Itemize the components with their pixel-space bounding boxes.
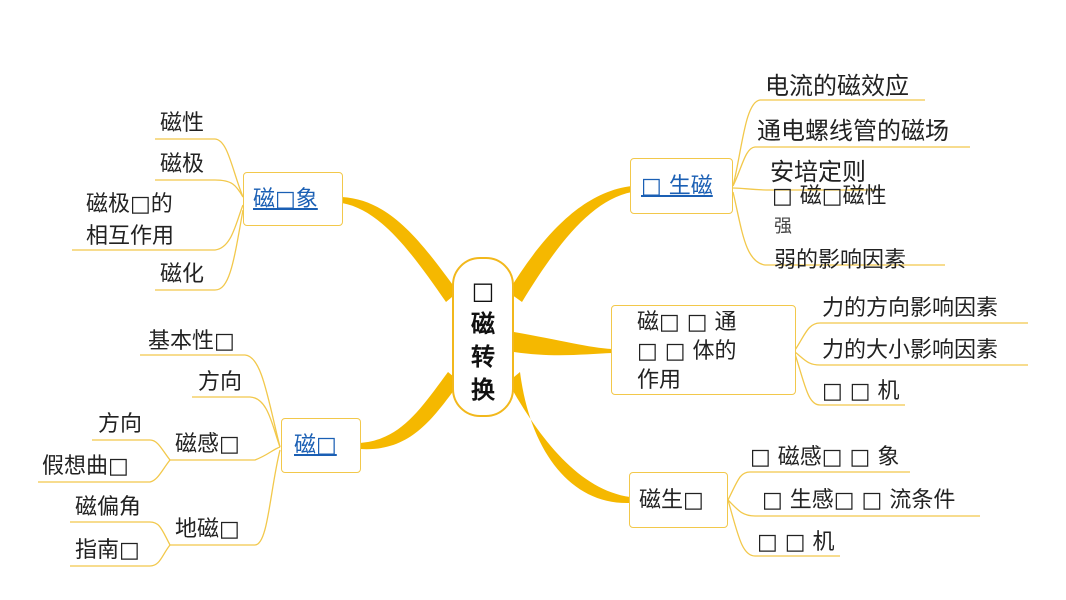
line-dici [170, 449, 281, 546]
leaf-diandongji: □ □ 机 [822, 379, 900, 404]
main-branches [342, 186, 632, 504]
line-jibenxing [140, 354, 281, 448]
line-cihua [155, 209, 244, 291]
central-topic: □ 磁 转 换 [452, 257, 514, 417]
line-zhinan [70, 544, 171, 567]
leaf-cigan-xianxiang: □ 磁感□ □ 象 [750, 445, 900, 470]
node-magnetism-to-electricity-label[interactable]: 磁生□ [639, 488, 704, 513]
leaf-fadianji: □ □ 机 [757, 530, 835, 555]
line-cixing [155, 138, 244, 198]
line-jiaxiang [38, 459, 171, 483]
line-lifangxiang [794, 322, 1028, 351]
line-lidaxiao [794, 351, 1028, 366]
branch-to-field-on-conductor [514, 332, 612, 356]
line-fangxiang [192, 396, 281, 448]
node-field-on-conductor[interactable]: 磁□ □ 通 □ □ 体的 作用 [611, 305, 796, 395]
line-cipianjiao [70, 521, 171, 546]
node-electricity-to-magnetism-label[interactable]: □ 生磁 [641, 174, 713, 199]
branch-to-magnetic-phenomena [342, 197, 458, 302]
line-ciji-xianghu [72, 204, 244, 251]
leaf-ciji-xianghu: 磁极□的 相互作用 [86, 192, 175, 249]
leaf-cixing: 磁性 [160, 111, 205, 136]
leaf-dici: 地磁□ [175, 517, 240, 542]
leaf-li-daxiao: 力的大小影响因素 [822, 338, 999, 363]
branch-to-magnetism-to-electricity [508, 372, 630, 504]
node-magnetic-field[interactable]: 磁□ [281, 418, 361, 473]
node-magnetic-phenomena[interactable]: 磁□象 [243, 172, 343, 226]
line-dianliu [732, 99, 925, 187]
leaf-cigan: 磁感□ [175, 432, 240, 457]
central-topic-title: □ 磁 转 换 [471, 277, 495, 404]
leaf-cixing-qiangruo-3: 弱的影响因素 [774, 248, 907, 273]
leaf-cihua: 磁化 [160, 262, 205, 287]
leaf-anpei-dingze: 安培定则 [770, 158, 866, 186]
line-ganying-tiaojian [727, 499, 980, 517]
node-electricity-to-magnetism[interactable]: □ 生磁 [630, 158, 733, 214]
leaf-jibenxingzhi: 基本性□ [148, 329, 235, 354]
node-magnetic-field-label[interactable]: 磁□ [294, 433, 337, 458]
leaf-cixing-qiangruo-1: □ 磁□磁性 [772, 184, 887, 209]
line-fangxiang2 [92, 439, 171, 461]
line-ciganxianxiang [727, 471, 910, 501]
node-field-on-conductor-label[interactable]: 磁□ □ 通 □ □ 体的 作用 [637, 310, 737, 393]
leaf-fangxiang-sub: 方向 [98, 412, 143, 437]
leaf-dianliu-cixiaoying: 电流的磁效应 [765, 72, 909, 100]
line-ciji [155, 179, 244, 198]
line-cixing-qiangruo [732, 191, 945, 266]
node-magnetism-to-electricity[interactable]: 磁生□ [629, 472, 728, 528]
branch-to-electricity-to-magnetism [508, 186, 632, 302]
line-dianji [794, 353, 905, 406]
line-luoxianguan [732, 146, 970, 187]
leaf-jiaxiang-quxian: 假想曲□ [42, 454, 129, 479]
branch-to-magnetic-field [360, 372, 460, 450]
leaf-cipianjiao: 磁偏角 [75, 495, 142, 520]
sub-branches [38, 99, 1028, 567]
leaf-zhinan: 指南□ [75, 538, 140, 563]
leaf-fangxiang: 方向 [198, 370, 243, 395]
line-cigan [170, 446, 281, 461]
node-magnetic-phenomena-label[interactable]: 磁□象 [253, 187, 318, 212]
leaf-ciji: 磁极 [160, 152, 205, 177]
leaf-ganying-dianliu-tiaojian: □ 生感□ □ 流条件 [762, 488, 956, 513]
leaf-li-fangxiang: 力的方向影响因素 [822, 296, 999, 321]
leaf-cixing-qiangruo-2: 强 [774, 216, 792, 237]
leaf-luoxianguan-cichang: 通电螺线管的磁场 [757, 117, 949, 145]
line-anpei [732, 187, 880, 191]
line-fadianji [727, 499, 840, 557]
